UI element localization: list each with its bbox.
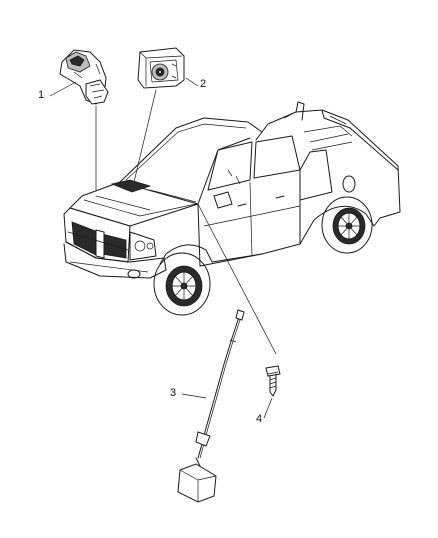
pickup-truck-icon bbox=[63, 101, 401, 316]
callout-1: 1 bbox=[38, 89, 45, 101]
callout-2: 2 bbox=[200, 78, 207, 90]
leader-lines bbox=[49, 77, 277, 419]
rain-sensor-module-icon bbox=[59, 49, 109, 105]
callout-3: 3 bbox=[170, 387, 177, 399]
wiring-harness-icon bbox=[177, 309, 245, 503]
rain-sensor-bracket-icon bbox=[137, 47, 185, 89]
screw-icon bbox=[265, 365, 281, 397]
callout-4: 4 bbox=[256, 413, 263, 425]
